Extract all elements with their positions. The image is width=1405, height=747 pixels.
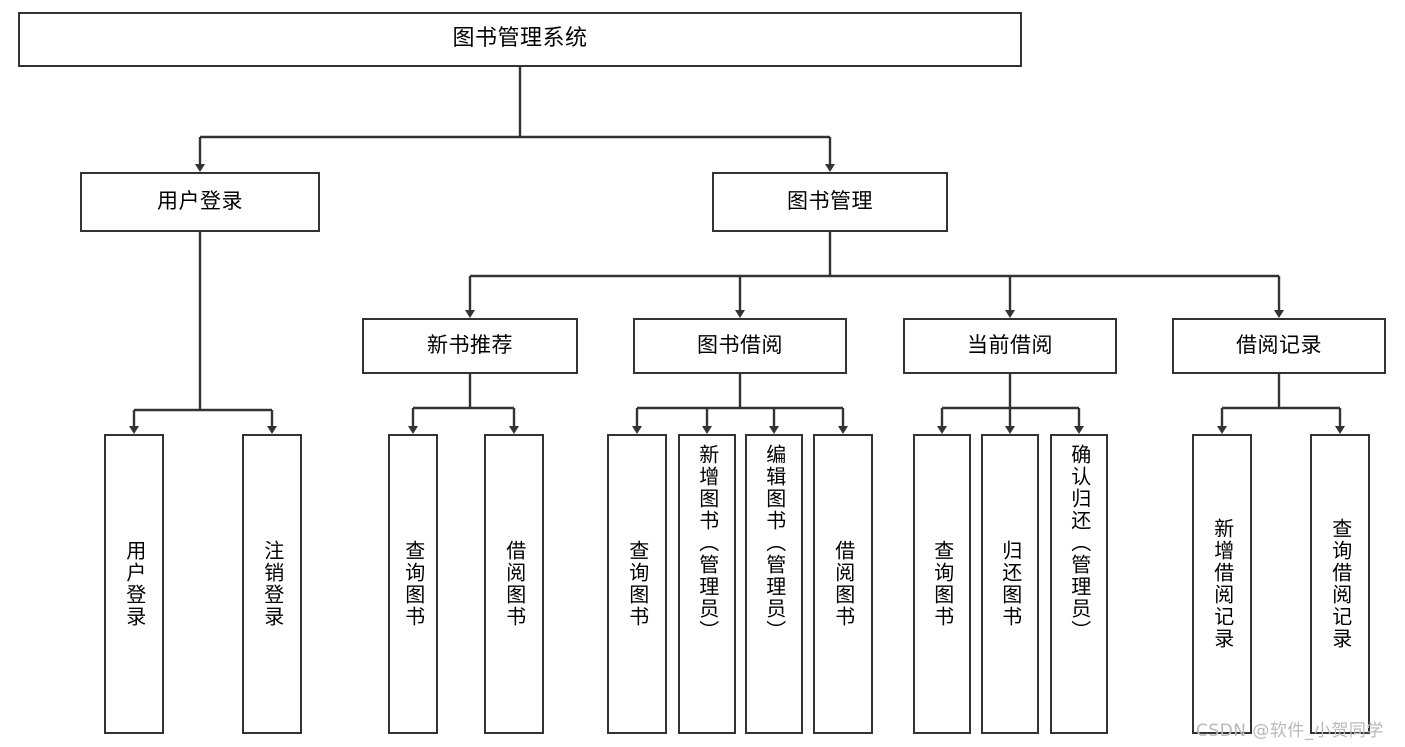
leaf-add-book-admin-label: 新增图书（管理员） — [695, 444, 720, 642]
leaf-query-book-current[interactable]: 查询图书 — [913, 434, 971, 734]
leaf-logout[interactable]: 注销登录 — [242, 434, 302, 734]
node-user-login[interactable]: 用户登录 — [80, 172, 320, 232]
node-user-login-label: 用户登录 — [157, 189, 243, 214]
node-new-book-recommend[interactable]: 新书推荐 — [362, 318, 578, 374]
leaf-user-login-label: 用户登录 — [122, 540, 147, 628]
leaf-query-borrow-record-label: 查询借阅记录 — [1328, 518, 1353, 650]
leaf-logout-label: 注销登录 — [260, 540, 285, 628]
leaf-edit-book-admin[interactable]: 编辑图书（管理员） — [745, 434, 803, 734]
node-book-management[interactable]: 图书管理 — [712, 172, 948, 232]
leaf-query-borrow-record[interactable]: 查询借阅记录 — [1310, 434, 1370, 734]
node-current-borrow[interactable]: 当前借阅 — [903, 318, 1117, 374]
leaf-confirm-return-admin[interactable]: 确认归还（管理员） — [1050, 434, 1108, 734]
leaf-edit-book-admin-label: 编辑图书（管理员） — [762, 444, 787, 642]
node-borrow-records-label: 借阅记录 — [1236, 333, 1322, 358]
leaf-query-book-newbook[interactable]: 查询图书 — [388, 434, 438, 734]
leaf-borrow-book-newbook-label: 借阅图书 — [502, 540, 527, 628]
leaf-return-book[interactable]: 归还图书 — [981, 434, 1039, 734]
node-current-borrow-label: 当前借阅 — [967, 333, 1053, 358]
node-new-book-recommend-label: 新书推荐 — [427, 333, 513, 358]
node-root-system[interactable]: 图书管理系统 — [18, 12, 1022, 67]
node-book-borrow-label: 图书借阅 — [697, 333, 783, 358]
leaf-add-borrow-record[interactable]: 新增借阅记录 — [1192, 434, 1252, 734]
leaf-borrow-book-newbook[interactable]: 借阅图书 — [484, 434, 544, 734]
leaf-add-book-admin[interactable]: 新增图书（管理员） — [678, 434, 736, 734]
leaf-query-book-borrow-label: 查询图书 — [625, 540, 650, 628]
node-borrow-records[interactable]: 借阅记录 — [1172, 318, 1386, 374]
leaf-borrow-book-label: 借阅图书 — [831, 540, 856, 628]
leaf-borrow-book[interactable]: 借阅图书 — [813, 434, 873, 734]
leaf-query-book-borrow[interactable]: 查询图书 — [607, 434, 667, 734]
csdn-watermark: CSDN @软件_小贺同学 — [1196, 721, 1384, 741]
leaf-confirm-return-admin-label: 确认归还（管理员） — [1067, 444, 1092, 642]
node-book-borrow[interactable]: 图书借阅 — [633, 318, 847, 374]
leaf-user-login[interactable]: 用户登录 — [104, 434, 164, 734]
node-root-label: 图书管理系统 — [452, 26, 588, 52]
node-book-management-label: 图书管理 — [787, 189, 873, 214]
leaf-query-book-current-label: 查询图书 — [930, 540, 955, 628]
leaf-return-book-label: 归还图书 — [998, 540, 1023, 628]
leaf-query-book-newbook-label: 查询图书 — [401, 540, 426, 628]
leaf-add-borrow-record-label: 新增借阅记录 — [1210, 518, 1235, 650]
